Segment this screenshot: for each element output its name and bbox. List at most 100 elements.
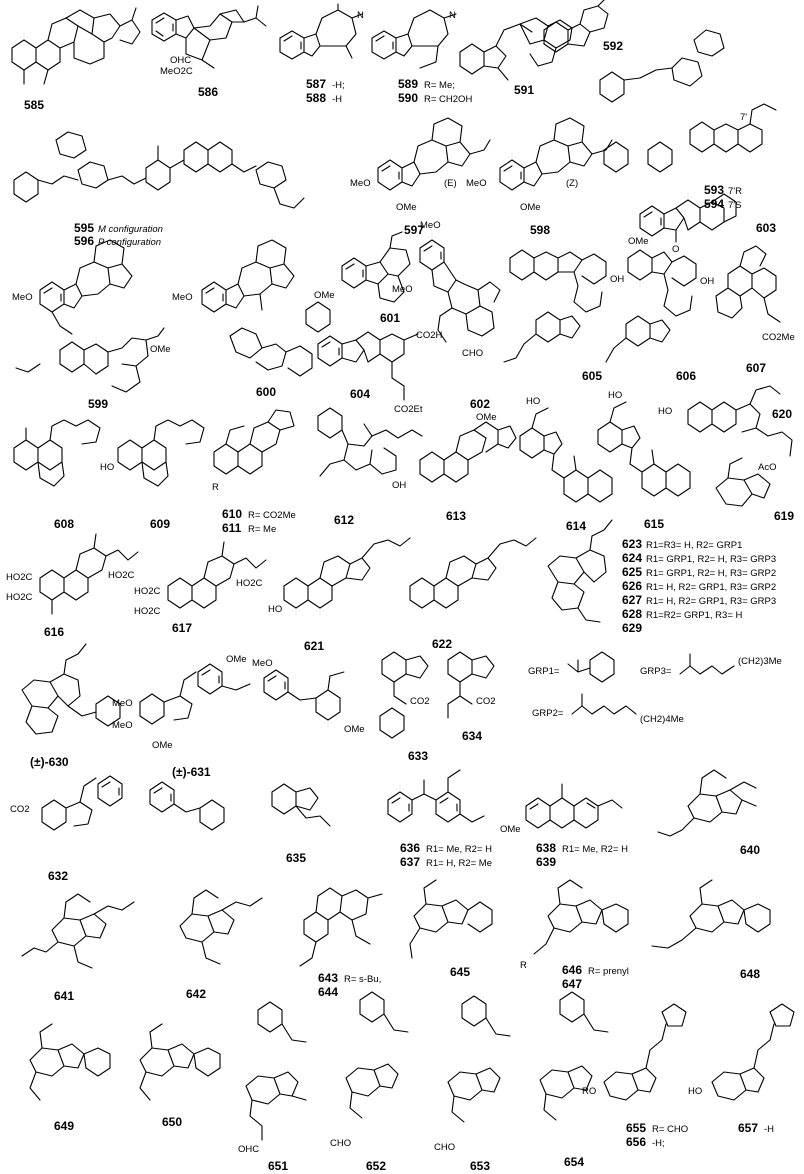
note-587: -H; [332,80,345,91]
label-585: 585 [24,98,44,112]
label-590: 590 [398,91,418,105]
structure-614 [519,407,613,503]
note-654: R= CHO [652,1124,688,1135]
group-602-meo: MeO [392,284,413,295]
label-652: 653 [470,1159,490,1173]
group-598-ome: OMe [520,202,541,213]
structure-639 [657,769,757,837]
structure-591 [459,17,573,81]
label-596: 596 [74,234,94,248]
structure-630-enantiomer [263,669,345,721]
structure-597 [377,117,491,191]
note-626: R1= H, R2= GRP1, R3= GRP3 [646,596,776,607]
label-624: 625 [622,565,642,579]
group-606-ome: OMe [628,236,649,247]
group-619-aco: HO [658,406,672,417]
label-620: 621 [304,639,324,653]
group-630b-ome: OMe [344,724,365,735]
label-635: 636 [400,841,420,855]
structure-598 [499,117,613,191]
label-609: 609 [150,517,170,531]
note-623: R1= GRP1, R2= H, R3= GRP3 [646,554,776,565]
label-606: 606 [676,369,696,383]
structure-grp1 [567,651,615,683]
label-587: 587 [306,77,326,91]
label-640: 641 [54,989,74,1003]
label-645: 646 [562,963,582,977]
structure-631 [41,775,225,831]
structure-640 [21,893,135,969]
label-637: 638 [536,841,556,855]
group-604-co2h: CO2H [416,330,443,341]
group-617-ho2c-1: HO2C [134,586,161,597]
label-603: 603 [756,221,776,235]
structure-642-643 [299,887,383,967]
structure-595-596 [13,131,305,209]
note-622: R1=R3= H, R2= GRP1 [646,540,742,551]
note-625: R1= H, R2= GRP1, R3= GRP2 [646,582,776,593]
label-623: 624 [622,551,642,565]
structure-606 [605,249,697,363]
label-601: 601 [380,311,400,325]
group-616-ho2c-2: HO2C [6,592,33,603]
atom-603-o: O [672,244,679,255]
structure-615 [597,401,691,497]
label-599: 599 [88,397,108,411]
label-614: 614 [566,519,586,533]
group-610-r: R [212,482,219,493]
structure-648 [29,1023,111,1101]
group-613-ome: OMe [476,412,497,423]
structure-617 [167,541,267,609]
note-588: -H [332,94,342,105]
note-596: P configuration [98,237,161,248]
group-632-co2: CO2 [410,696,430,707]
label-644: 645 [450,965,470,979]
label-605: 605 [582,369,602,383]
label-654: 655 [626,1121,646,1135]
group-637-meo: OMe [500,824,521,835]
note-611: R= Me [248,524,276,535]
structure-589-590 [371,9,457,69]
group-620-ho: HO [268,604,282,615]
label-655: 656 [626,1135,646,1149]
structure-587-588 [279,3,363,60]
structure-620 [283,537,411,609]
group-599-ome: OMe [150,344,171,355]
structure-652 [447,995,511,1123]
structure-599 [15,239,165,393]
group-606-oh: OH [700,276,714,287]
group-599-meo: MeO [12,292,33,303]
label-591: 591 [514,83,534,97]
structure-641 [179,889,263,965]
group-616-ho2c-3: HO2C [108,570,135,581]
structure-630 [139,663,251,725]
note-656: -H [764,1124,774,1135]
label-621: 622 [432,637,452,651]
label-616: 616 [44,625,64,639]
label-617: 617 [172,621,192,635]
structure-616 [39,533,139,615]
label-638: 639 [536,855,556,869]
label-592: 592 [603,39,623,53]
label-588: 588 [306,91,326,105]
label-608: 608 [54,517,74,531]
group-630-ome-2: OMe [152,740,173,751]
group-597-e: (E) [444,178,457,189]
legend-grp2-chain: (CH2)4Me [640,714,684,725]
label-627: 628 [622,607,642,621]
atom-589-n: N [449,10,456,21]
note-645: R= prenyl [588,966,629,977]
group-600-meo: MeO [172,292,193,303]
locant-593-7: 7' [740,112,747,123]
group-600-ome: OMe [314,290,335,301]
label-594: 594 [704,197,724,211]
group-602-cho: CHO [462,348,483,359]
note-627: R1=R2= GRP1, R3= H [646,610,743,621]
structure-654-655 [603,1003,687,1101]
group-654-ro: RO [582,1086,596,1097]
note-635: R1= Me, R2= H [426,844,492,855]
label-612: 612 [334,513,354,527]
label-619: 620 [772,407,792,421]
note-642: R= s-Bu, [344,974,381,985]
